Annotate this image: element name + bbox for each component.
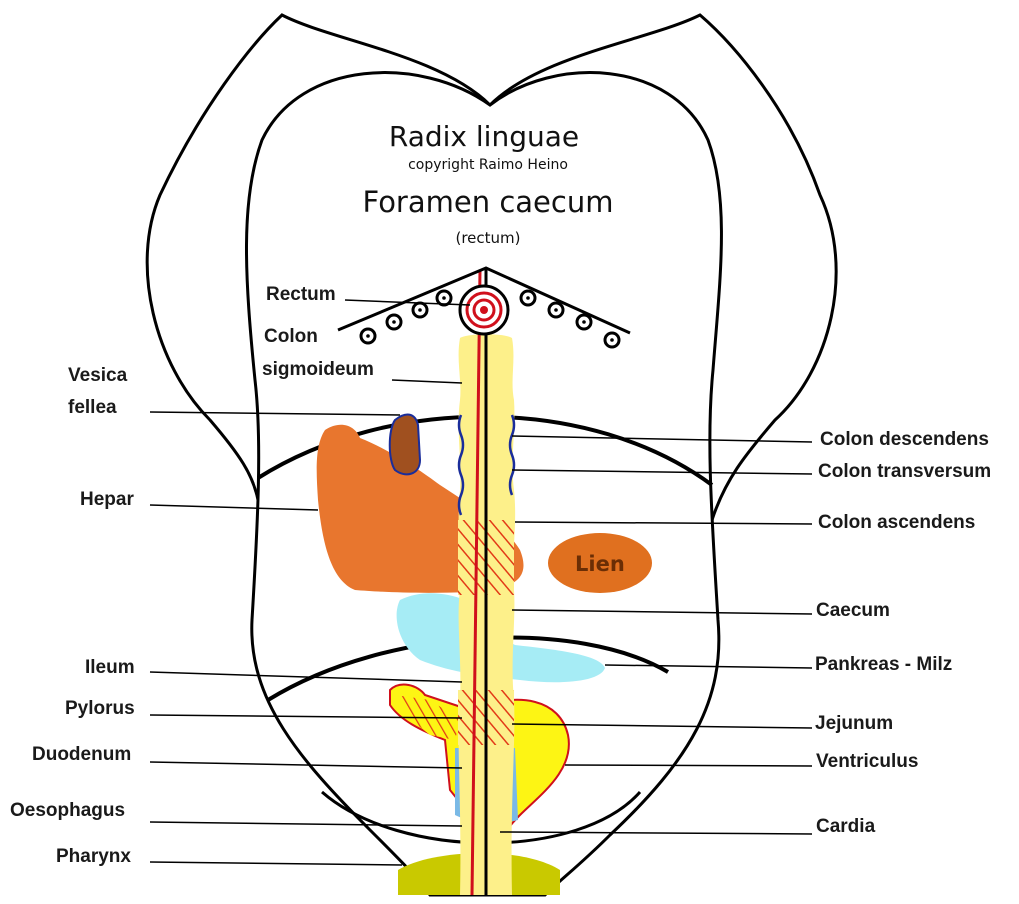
label-caecum: Caecum <box>816 601 890 620</box>
label-ventriculus: Ventriculus <box>816 752 918 771</box>
label-pharynx: Pharynx <box>56 847 131 866</box>
label-cardia: Cardia <box>816 817 875 836</box>
label-rectum: Rectum <box>266 285 336 304</box>
label-sigmoideum: sigmoideum <box>262 360 374 379</box>
label-hepar: Hepar <box>80 490 134 509</box>
label-oesophagus: Oesophagus <box>10 801 125 820</box>
label-ileum: Ileum <box>85 658 135 677</box>
label-colon: Colon <box>264 327 318 346</box>
label-lien: Lien <box>575 552 625 576</box>
label-colon-ascendens: Colon ascendens <box>818 513 975 532</box>
label-pylorus: Pylorus <box>65 699 135 718</box>
diagram-subtitle: Foramen caecum <box>363 188 614 217</box>
label-colon-transversum: Colon transversum <box>818 462 991 481</box>
copyright-text: copyright Raimo Heino <box>408 158 568 172</box>
label-jejunum: Jejunum <box>815 714 893 733</box>
label-vesica: Vesica <box>68 366 127 385</box>
gallbladder-shape <box>390 415 420 475</box>
diagram-title: Radix linguae <box>389 123 579 151</box>
label-colon-descendens: Colon descendens <box>820 430 989 449</box>
label-pankreas-milz: Pankreas - Milz <box>815 655 952 674</box>
subtitle-note: (rectum) <box>455 231 520 246</box>
rectum-center <box>480 306 488 314</box>
label-duodenum: Duodenum <box>32 745 131 764</box>
label-fellea: fellea <box>68 398 117 417</box>
